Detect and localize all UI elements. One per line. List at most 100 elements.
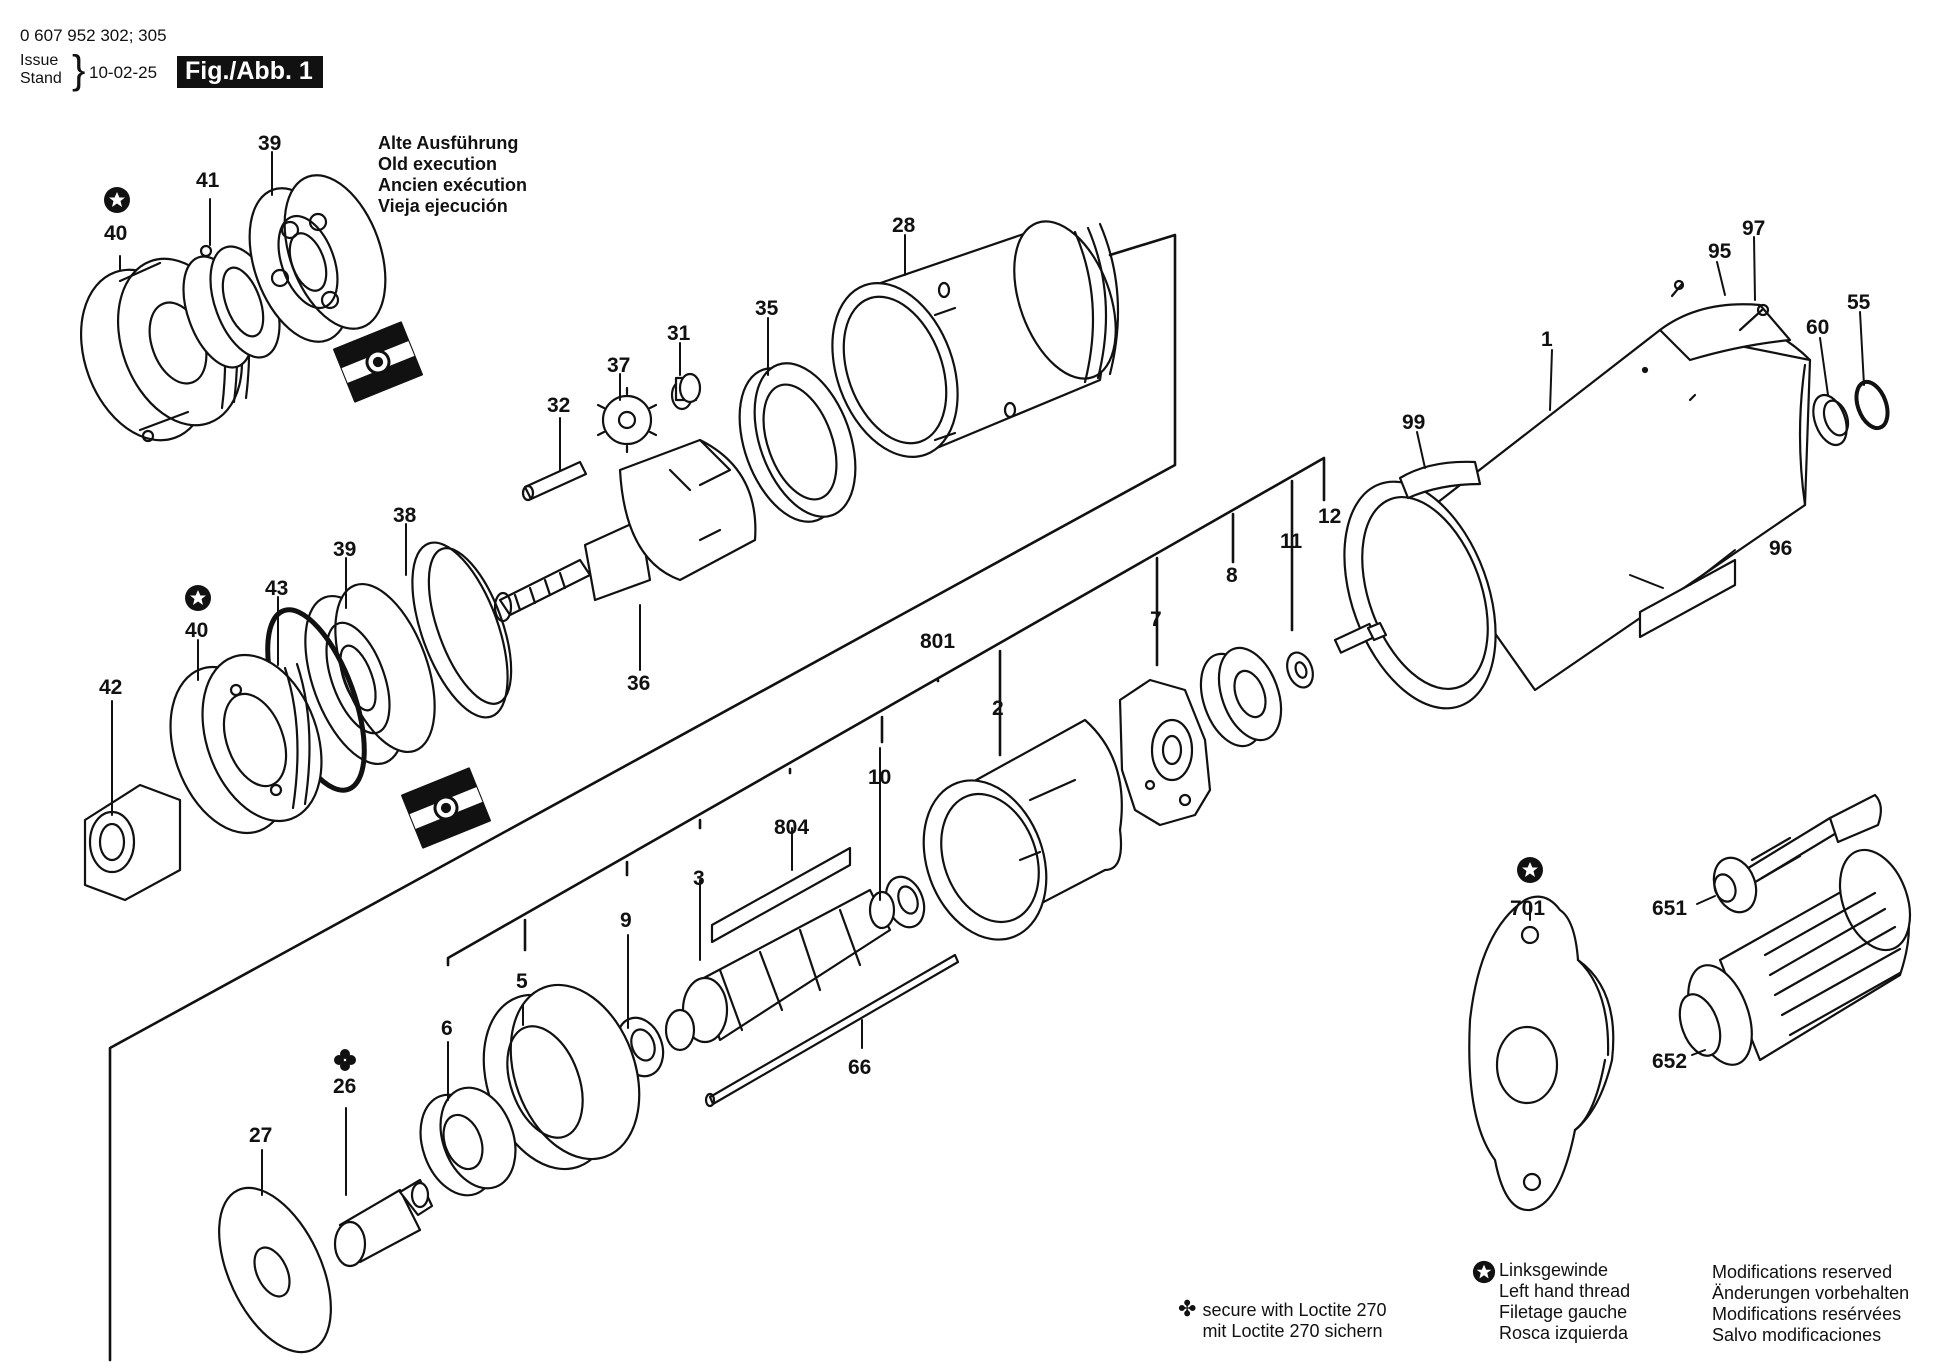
- part-12-screw: [1333, 621, 1388, 654]
- part-35-ring: [738, 362, 857, 523]
- four-leaf-clover-icon: [334, 1049, 356, 1071]
- part-95-plate: [1658, 279, 1792, 362]
- part-804-vanes: [710, 846, 852, 944]
- label-42: 42: [99, 676, 122, 699]
- modifications-line-en: Modifications reserved: [1712, 1262, 1893, 1282]
- note-line-en: Old execution: [378, 154, 498, 174]
- left-thread-line-fr: Filetage gauche: [1499, 1302, 1628, 1322]
- modifications-line-fr: Modifications resérvées: [1712, 1304, 1902, 1324]
- part-32-pin: [521, 460, 588, 502]
- label-652: 652: [1652, 1050, 1687, 1073]
- label-41: 41: [196, 169, 220, 192]
- star-circle-icon: [1472, 1260, 1496, 1284]
- star-circle-icon: [104, 187, 130, 213]
- note-line-es: Vieja ejecución: [378, 196, 508, 216]
- left-thread-line-en: Left hand thread: [1499, 1281, 1631, 1301]
- part-11-washer: [1286, 651, 1314, 689]
- label-96: 96: [1769, 537, 1792, 560]
- label-6: 6: [441, 1017, 453, 1040]
- part-651-hose-nipple: [1712, 793, 1882, 914]
- label-97: 97: [1742, 217, 1765, 240]
- label-95: 95: [1708, 240, 1732, 263]
- label-801: 801: [920, 630, 955, 653]
- bearing-symbol-icon: [333, 321, 423, 403]
- label-8: 8: [1226, 564, 1238, 587]
- part-42-hex-nut: [83, 783, 182, 902]
- label-36: 36: [627, 672, 650, 695]
- label-12: 12: [1318, 505, 1341, 528]
- modifications-legend: Modifications reserved Änderungen vorbeh…: [1712, 1262, 1909, 1346]
- label-40-upper: 40: [104, 222, 127, 245]
- label-651: 651: [1652, 897, 1687, 920]
- part-37-gear: [596, 386, 658, 454]
- label-26: 26: [333, 1075, 356, 1098]
- label-38: 38: [393, 504, 417, 527]
- issue-stand-label: Issue Stand: [20, 52, 62, 88]
- label-55: 55: [1847, 291, 1871, 314]
- left-thread-legend: Linksgewinde Left hand thread Filetage g…: [1472, 1260, 1630, 1344]
- part-3-rotor: [664, 888, 896, 1052]
- part-40-lower-nut: [169, 653, 323, 835]
- part-7-end-plate: [1118, 678, 1212, 827]
- label-3: 3: [693, 867, 705, 890]
- label-28: 28: [892, 214, 916, 237]
- part-8-bearing: [1199, 646, 1283, 748]
- loctite-line-en: secure with Loctite 270: [1202, 1300, 1387, 1320]
- part-652-silencer: [1678, 848, 1912, 1066]
- label-35: 35: [755, 297, 779, 320]
- label-60: 60: [1806, 316, 1829, 339]
- loctite-legend: ✤ secure with Loctite 270 mit Loctite 27…: [1178, 1297, 1387, 1342]
- issue-date: 10-02-25: [89, 63, 158, 82]
- part-26-gear: [333, 1178, 434, 1268]
- four-leaf-clover-icon: ✤: [1178, 1297, 1197, 1322]
- label-701: 701: [1510, 897, 1545, 920]
- part-31-pinion: [670, 372, 702, 411]
- note-line-fr: Ancien exécution: [378, 175, 528, 195]
- figure-label: Fig./Abb. 1: [177, 56, 323, 88]
- label-5: 5: [516, 970, 528, 993]
- part-66-pin: [704, 953, 960, 1108]
- part-2-cylinder: [922, 718, 1123, 941]
- part-5-bearing-plate: [482, 983, 641, 1171]
- part-28-housing: [831, 220, 1120, 458]
- bearing-symbol-icon: [401, 767, 491, 849]
- label-11: 11: [1280, 530, 1303, 553]
- label-27: 27: [249, 1124, 272, 1147]
- loctite-line-de: mit Loctite 270 sichern: [1202, 1321, 1383, 1341]
- label-31: 31: [667, 322, 691, 345]
- part-701-flange: [1468, 895, 1615, 1212]
- modifications-line-es: Salvo modificaciones: [1712, 1325, 1882, 1345]
- document-code: 0 607 952 302; 305: [20, 26, 167, 45]
- part-55-ring: [1854, 379, 1890, 431]
- label-39-lower: 39: [333, 538, 356, 561]
- part-99-label: [1398, 460, 1482, 500]
- label-1: 1: [1541, 328, 1553, 351]
- label-43: 43: [265, 577, 288, 600]
- label-804: 804: [774, 816, 809, 839]
- stand-label: Stand: [20, 70, 62, 87]
- brace-icon: }: [72, 48, 86, 92]
- part-1-main-housing: [1343, 318, 1812, 710]
- old-execution-note: Alte Ausführung Old execution Ancien exé…: [378, 133, 527, 217]
- label-7: 7: [1150, 608, 1162, 631]
- star-circle-icon: [185, 585, 211, 611]
- part-60-filter: [1812, 393, 1850, 447]
- star-circle-icon: [1517, 857, 1543, 883]
- label-10: 10: [868, 766, 891, 789]
- label-9: 9: [620, 909, 632, 932]
- part-36-spindle: [493, 438, 757, 623]
- issue-label: Issue: [20, 52, 59, 69]
- part-96-label: [1638, 558, 1737, 639]
- left-thread-line-es: Rosca izquierda: [1499, 1323, 1629, 1343]
- label-32: 32: [547, 394, 570, 417]
- label-37: 37: [607, 354, 630, 377]
- part-39-upper-bearing: [248, 174, 387, 343]
- label-2: 2: [992, 697, 1004, 720]
- label-40-lower: 40: [185, 619, 208, 642]
- note-line-de: Alte Ausführung: [378, 133, 519, 153]
- leader-lines: [111, 151, 1865, 1196]
- label-99: 99: [1402, 411, 1425, 434]
- modifications-line-de: Änderungen vorbehalten: [1712, 1283, 1910, 1303]
- part-27-washer: [218, 1186, 332, 1354]
